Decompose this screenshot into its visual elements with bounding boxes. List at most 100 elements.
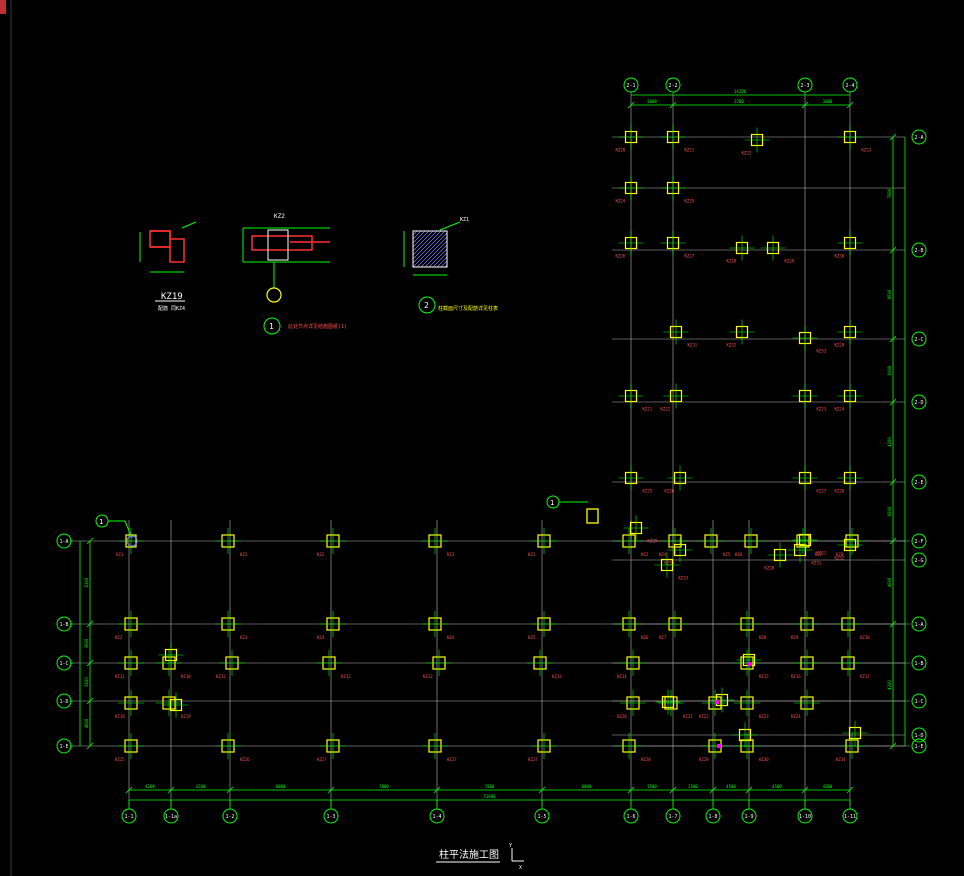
dim-tick	[226, 786, 234, 794]
axis-bubble-right-label: 2-E	[914, 480, 923, 486]
column: KZ27	[660, 230, 695, 259]
dim-label: 3500	[688, 784, 698, 789]
axis-bubble-right	[911, 727, 927, 743]
column-tag: KZ10	[860, 635, 870, 640]
column-tag: KZ10	[181, 674, 191, 679]
detail2-bubble	[418, 296, 436, 314]
dim-label: 3600	[84, 638, 89, 648]
column-tag: KZ23	[759, 714, 769, 719]
axis-bubble-right	[911, 129, 927, 145]
detail1-note: 此处节点详见结施图纸(1)	[288, 323, 347, 330]
detail-2: KZ1 2 柱截面尺寸及配筋详见柱表	[403, 217, 498, 314]
column-tag: KZ21	[683, 714, 693, 719]
column: KZ26	[215, 733, 250, 762]
column: KZ22	[742, 127, 770, 156]
dim-label: 4600	[84, 718, 89, 728]
axis-bubble-right	[911, 474, 927, 490]
axis-bubble-bottom	[705, 808, 721, 824]
column-tag: KZ27	[817, 489, 827, 494]
column: KZ25	[115, 733, 144, 762]
detail1-tag: KZ2	[274, 213, 285, 220]
column	[732, 722, 758, 748]
column-tag: KZ22	[661, 407, 671, 412]
column-tag: KZ2	[240, 552, 248, 557]
column-tag: KZ15	[759, 674, 769, 679]
dim-label: 4200	[887, 680, 892, 690]
drawing-title-block: 柱平法施工图 Y X	[436, 843, 524, 871]
column: KZ12	[316, 650, 351, 679]
dim-tick	[86, 620, 94, 628]
detail1-number: 1	[269, 322, 274, 331]
column: KZ13	[527, 650, 562, 679]
axis-bubble-bottom-label: 1-9	[744, 814, 753, 820]
column: KZ2	[528, 528, 557, 557]
dim-label: 7800	[485, 784, 495, 789]
column: KZ26	[665, 465, 693, 494]
dim-tick	[627, 786, 635, 794]
column: KZ10	[156, 650, 191, 679]
column	[655, 689, 681, 715]
axis-bubble-top-label: 2-2	[668, 83, 677, 89]
column-tag: KZ28	[641, 757, 651, 762]
column-tag: KZ32	[835, 556, 845, 561]
dim-label: 4200	[887, 437, 892, 447]
column-tag: KZ8	[759, 635, 767, 640]
dim-total-label: 51800	[483, 794, 496, 799]
axis-bubble-right	[911, 655, 927, 671]
column-tag: KZ2	[528, 552, 536, 557]
dim-label: 3000	[647, 99, 657, 104]
dim-label: 4000	[887, 577, 892, 587]
column-tag: KZ24	[616, 199, 626, 204]
dim-label: 6000	[887, 365, 892, 375]
column-tag: KZ5	[528, 635, 536, 640]
dim-tick	[627, 101, 635, 109]
axis-bubble-bottom-label: 1-8	[708, 814, 717, 820]
column-tag: KZ6	[641, 635, 649, 640]
column: KZ32	[835, 532, 863, 561]
column-tag: KZ16	[791, 674, 801, 679]
axis-bubble-left	[56, 655, 72, 671]
column-tag: KZ22	[742, 151, 752, 156]
marker-point	[748, 662, 752, 666]
axis-bubble-left-label: 1-E	[59, 744, 68, 750]
column-tag: KZ25	[685, 199, 695, 204]
dim-tick	[709, 786, 717, 794]
dim-total-label: 14200	[734, 89, 747, 94]
detail2-number: 2	[424, 301, 429, 310]
column: KZ8	[836, 528, 865, 557]
detail1-bubble	[263, 317, 281, 335]
column: KZ29	[760, 235, 795, 264]
column: KZ23	[734, 690, 769, 719]
kz-title: KZ19	[161, 292, 183, 302]
column: KZ12	[423, 650, 452, 679]
axis-bubble-top-label: 2-4	[845, 83, 854, 89]
detail-1: KZ2 1 此处节点详见结施图纸(1)	[242, 213, 347, 335]
column-tag: KZ30	[665, 561, 675, 566]
column-tag: KZ33	[679, 576, 689, 581]
column-tag: KZ2	[317, 552, 325, 557]
column: KZ25	[660, 175, 695, 204]
dim-tick	[669, 101, 677, 109]
viewport-corner-tab	[0, 0, 6, 14]
dim-tick	[745, 786, 753, 794]
column-tag: KZ21	[643, 407, 653, 412]
axis-bubble-right-label: 1-C	[914, 699, 923, 705]
dim-tick	[889, 335, 897, 343]
column-tag: KZ26	[240, 757, 250, 762]
column: KZ4	[317, 611, 346, 640]
dim-label: 4500	[726, 784, 736, 789]
column-tag: KZ18	[115, 714, 125, 719]
dim-label: 6300	[84, 577, 89, 587]
column-tag: KZ20	[835, 343, 845, 348]
axis-bubble-top-label: 2-3	[800, 83, 809, 89]
column: KZ2	[115, 611, 144, 640]
column-tag: KZ25	[643, 489, 653, 494]
axis-bubble-bottom-label: 1-10	[799, 814, 811, 820]
column: KZ31	[836, 733, 865, 762]
column-tag: KZ8	[836, 552, 844, 557]
axis-bubble-bottom	[429, 808, 445, 824]
axis-bubble-right	[911, 242, 927, 258]
detail2-section	[412, 230, 448, 268]
axis-bubble-bottom-label: 1-7	[668, 814, 677, 820]
column-tag: KZ30	[759, 757, 769, 762]
